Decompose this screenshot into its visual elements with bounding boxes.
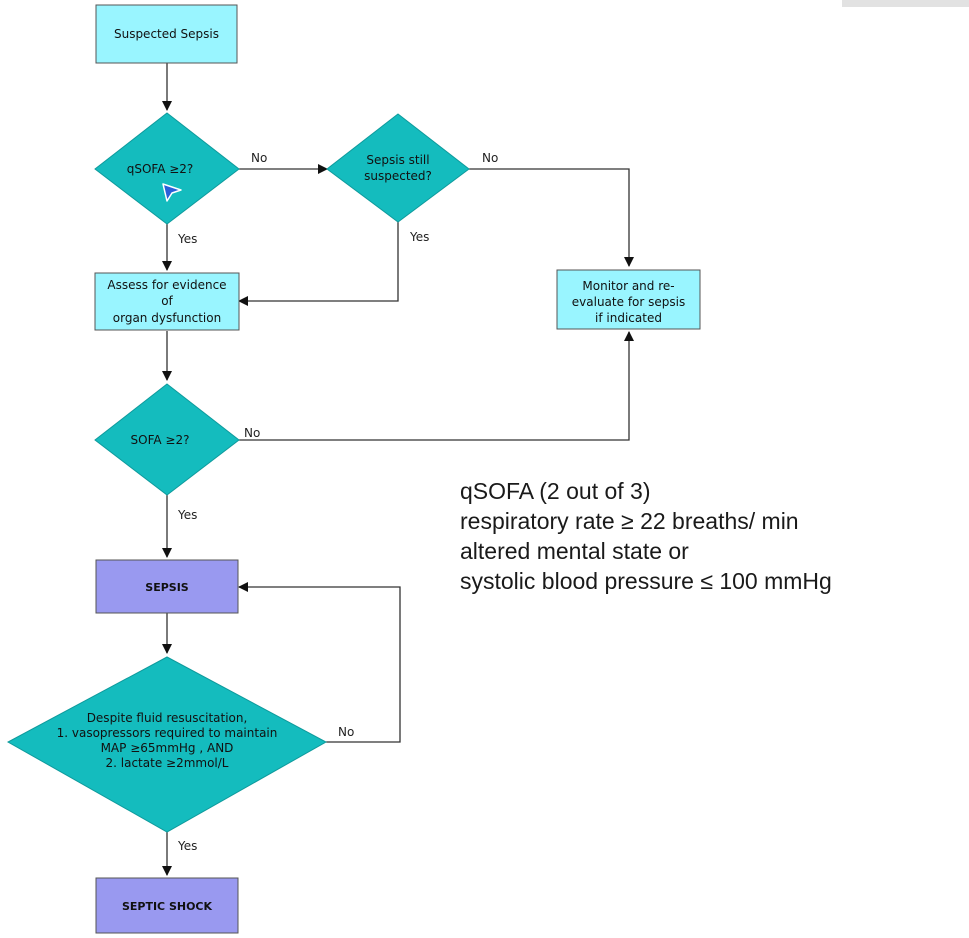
- monitor-label-1: Monitor and re-: [582, 279, 674, 293]
- shock-criteria-line-3: MAP ≥65mmHg , AND: [101, 741, 234, 755]
- qsofa-decision-diamond: [94, 112, 240, 225]
- edge-still-no: [469, 168, 634, 267]
- mouse-cursor-icon: [162, 183, 182, 202]
- sepsis-label: SEPSIS: [145, 581, 189, 594]
- assess-label-2: of: [161, 294, 173, 308]
- shock-criteria-line-1: Despite fluid resuscitation,: [87, 711, 248, 725]
- label-sofa-no: No: [244, 426, 260, 440]
- suspected-sepsis-box: [95, 4, 238, 64]
- top-edge-bar: [842, 0, 969, 7]
- sofa-decision-label: SOFA ≥2?: [131, 433, 190, 447]
- qsofa-criteria-note: qSOFA (2 out of 3) respiratory rate ≥ 22…: [460, 476, 832, 596]
- assess-label-1: Assess for evidence: [107, 278, 226, 292]
- sofa-decision-diamond: [94, 383, 240, 496]
- shock-criteria-line-2: 1. vasopressors required to maintain: [57, 726, 278, 740]
- septic-shock-box: [95, 877, 239, 934]
- assess-label-3: organ dysfunction: [113, 311, 221, 325]
- criteria-line-2: respiratory rate ≥ 22 breaths/ min: [460, 508, 799, 534]
- sepsis-still-label-1: Sepsis still: [366, 153, 429, 167]
- septic-shock-label: SEPTIC SHOCK: [122, 900, 213, 913]
- edge-still-yes: [238, 222, 399, 306]
- monitor-label-3: if indicated: [595, 311, 662, 325]
- label-still-yes: Yes: [409, 230, 429, 244]
- label-shock-yes: Yes: [177, 839, 197, 853]
- label-sofa-yes: Yes: [177, 508, 197, 522]
- label-still-no: No: [482, 151, 498, 165]
- edge-sofa-no: [239, 331, 634, 441]
- criteria-line-4: systolic blood pressure ≤ 100 mmHg: [460, 568, 832, 594]
- edge-shock-no: [238, 582, 401, 743]
- monitor-label-2: evaluate for sepsis: [572, 295, 685, 309]
- qsofa-decision-label: qSOFA ≥2?: [127, 162, 194, 176]
- suspected-sepsis-label: Suspected Sepsis: [114, 27, 219, 41]
- monitor-reevaluate-box: [556, 269, 701, 330]
- septic-shock-criteria-diamond: [6, 656, 328, 833]
- criteria-line-3: altered mental state or: [460, 538, 689, 564]
- label-qsofa-no: No: [251, 151, 267, 165]
- assess-organ-dysfunction-box: [94, 272, 240, 331]
- sepsis-still-label-2: suspected?: [364, 169, 432, 183]
- sepsis-box: [95, 559, 239, 614]
- label-shock-no: No: [338, 725, 354, 739]
- sepsis-still-suspected-diamond: [326, 113, 470, 223]
- shock-criteria-line-4: 2. lactate ≥2mmol/L: [106, 756, 229, 770]
- label-qsofa-yes: Yes: [177, 232, 197, 246]
- criteria-line-1: qSOFA (2 out of 3): [460, 478, 651, 504]
